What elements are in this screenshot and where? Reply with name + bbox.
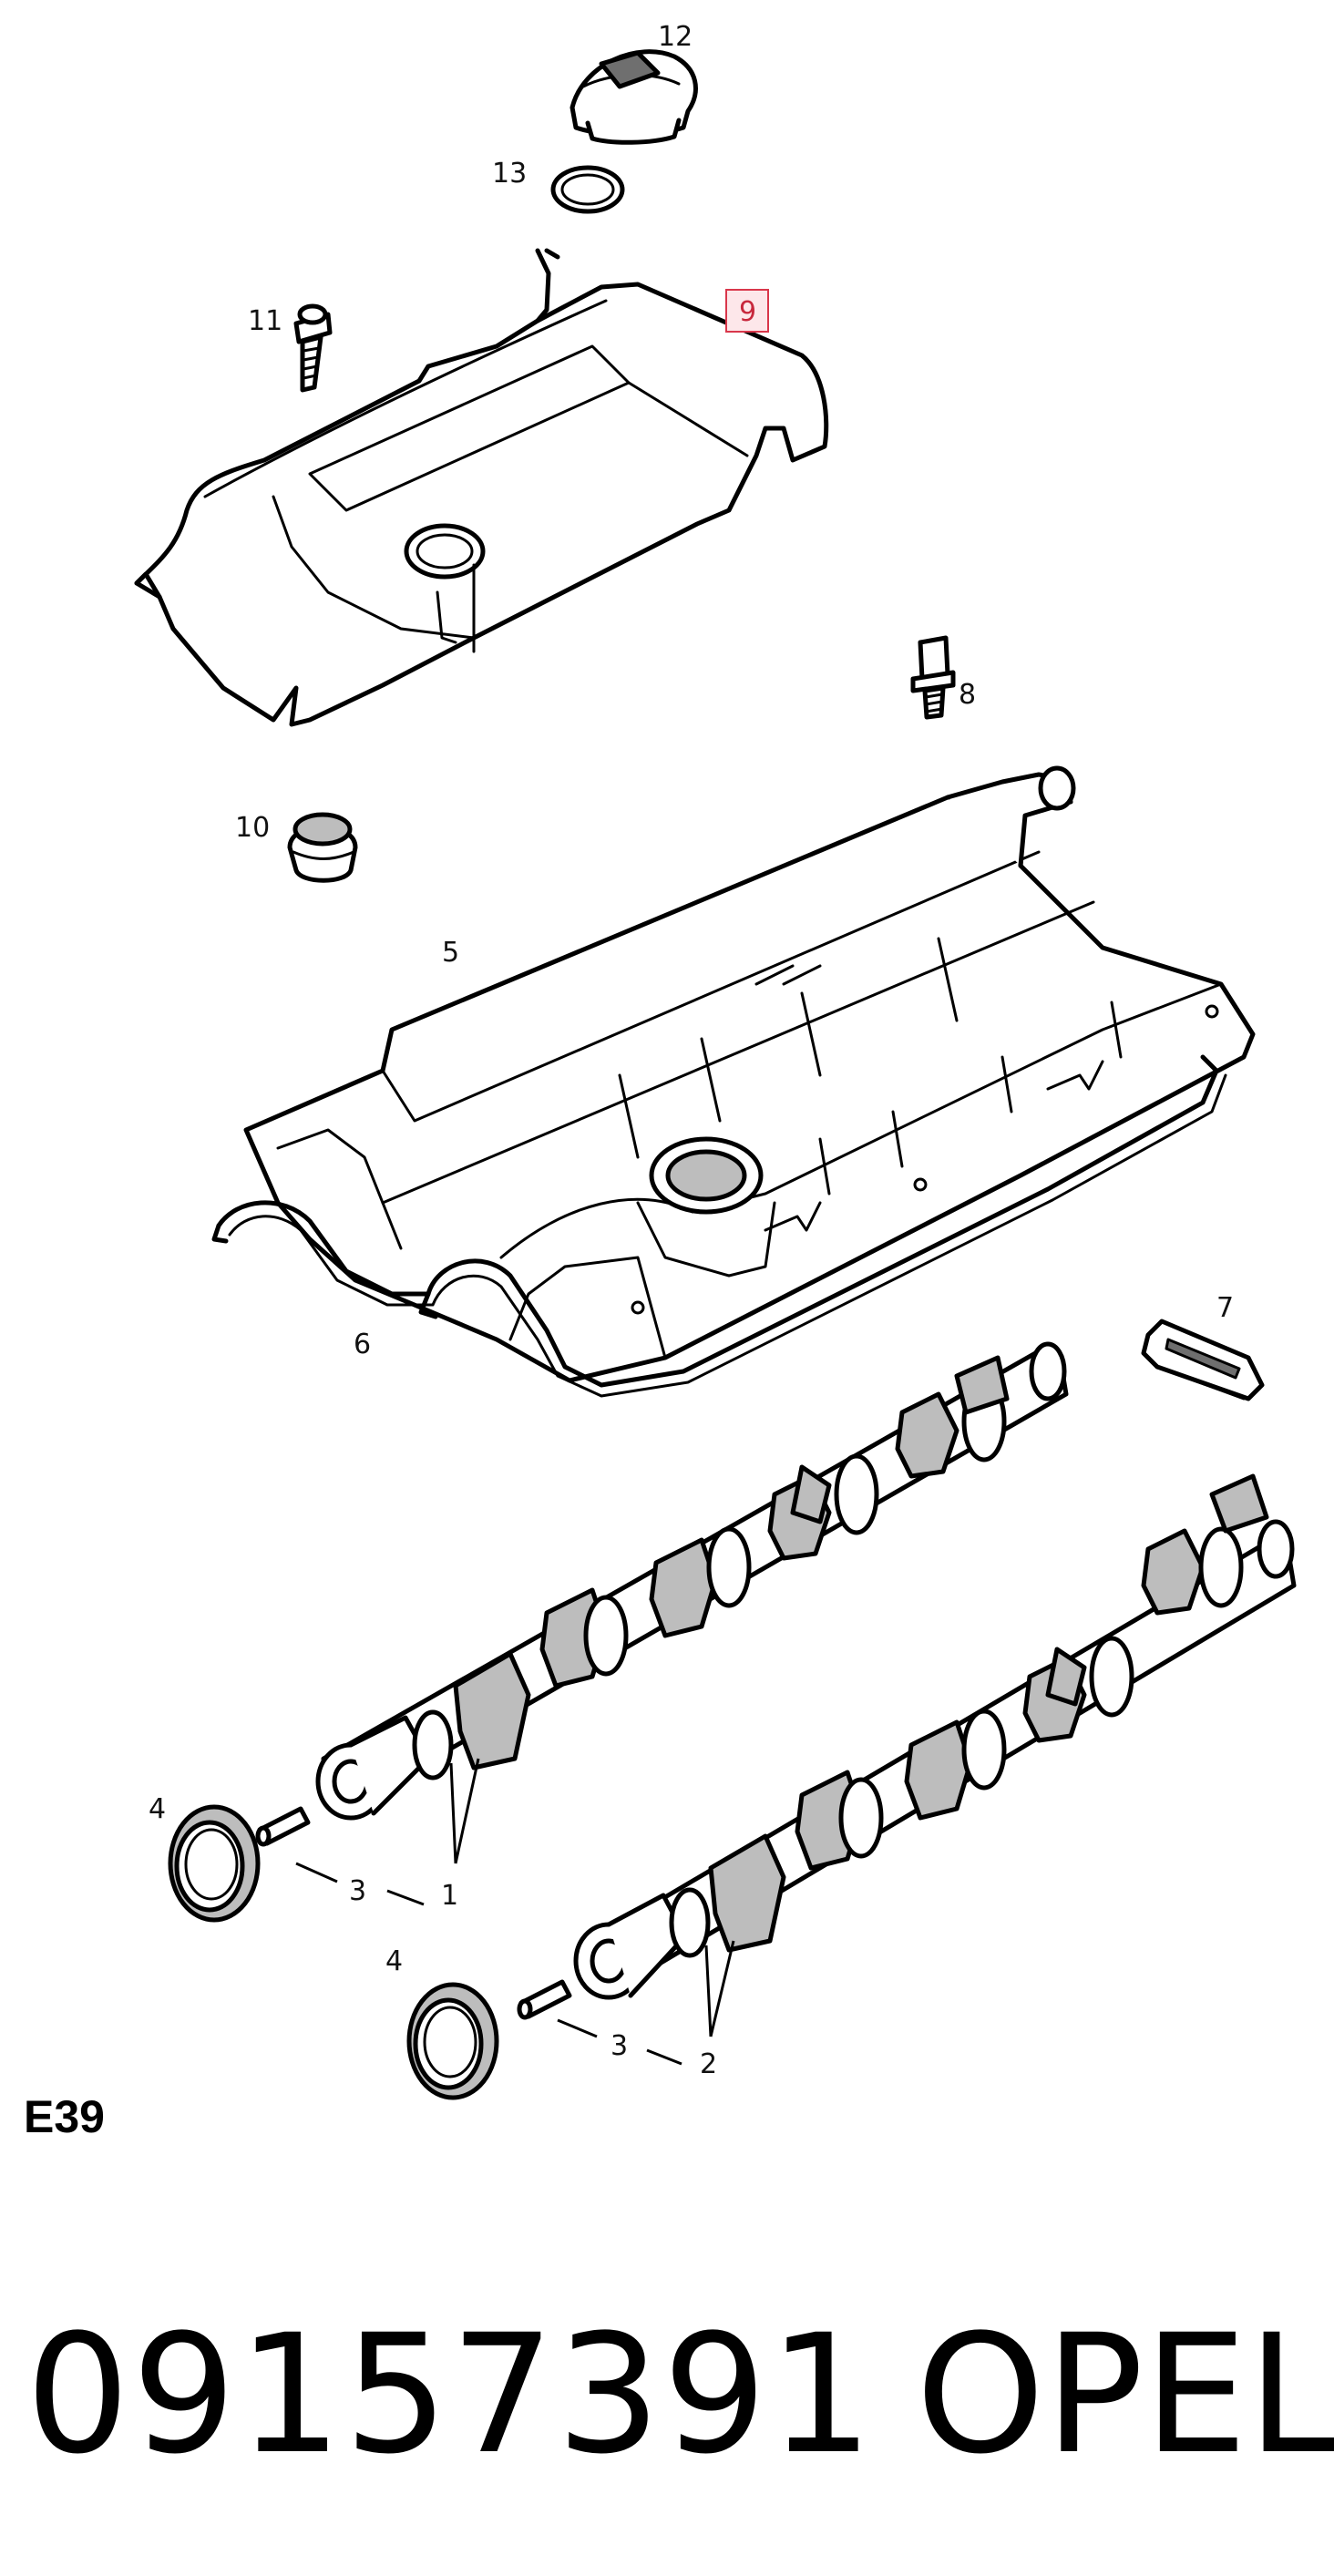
callout-8: 8 (959, 679, 976, 711)
spacer-block[interactable] (1141, 1319, 1265, 1401)
callout-6: 6 (354, 1329, 371, 1360)
dowel-pin-lower[interactable] (517, 1979, 572, 2020)
callout-2: 2 (700, 2048, 717, 2080)
camshaft-lower[interactable] (573, 1473, 1297, 2000)
leader-lines (295, 1758, 735, 2066)
callout-9: 9 (739, 296, 756, 328)
callout-12: 12 (658, 21, 693, 53)
shaft-seal-lower[interactable] (406, 1982, 499, 2100)
cover-gasket[interactable] (211, 1054, 1227, 1398)
callout-5: 5 (442, 937, 459, 969)
callout-7: 7 (1216, 1292, 1234, 1324)
filler-cap-seal-ring[interactable] (550, 165, 625, 214)
engine-top-cover[interactable] (134, 248, 829, 727)
callout-10: 10 (235, 812, 270, 844)
callout-13: 13 (492, 158, 527, 190)
callout-labels: 12 13 9 11 8 10 5 6 7 4 3 1 4 3 2 (149, 21, 1234, 2080)
callout-4-upper: 4 (149, 1793, 166, 1825)
diagram-code: E39 (24, 2091, 105, 2142)
callout-3-lower: 3 (611, 2030, 628, 2062)
shaft-seal-upper[interactable] (168, 1804, 261, 1923)
cover-bolt[interactable] (293, 303, 333, 393)
dowel-pin-upper[interactable] (255, 1806, 311, 1847)
part-number: 09157391 (26, 2300, 875, 2490)
callout-4-lower: 4 (385, 1945, 403, 1977)
callout-3-upper: 3 (349, 1875, 366, 1907)
callout-9-highlight-box (725, 289, 769, 333)
stud-bolt[interactable] (910, 635, 956, 720)
rubber-grommet[interactable] (287, 812, 358, 883)
oil-filler-cap[interactable] (570, 49, 698, 145)
callout-1: 1 (441, 1880, 458, 1912)
cylinder-head-cover[interactable] (243, 765, 1256, 1383)
brand-name: OPEL (916, 2300, 1334, 2490)
callout-11: 11 (248, 305, 282, 337)
camshaft-upper[interactable] (315, 1341, 1069, 1821)
